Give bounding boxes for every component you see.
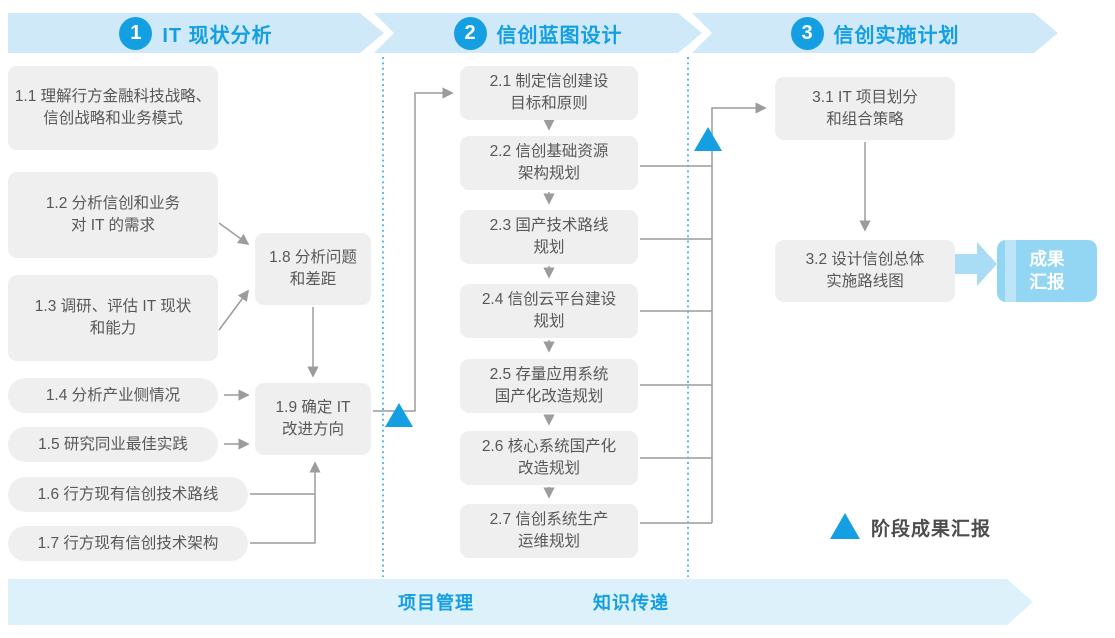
box-1-8: 1.8 分析问题 和差距 [255,233,371,305]
milestone-triangle-icon [830,513,860,539]
bottom-banner: 项目管理 知识传递 [8,579,1033,625]
box-1-6: 1.6 行方现有信创技术路线 [8,477,248,512]
phase-1-number-badge: 1 [119,17,152,50]
box-1-7: 1.7 行方现有信创技术架构 [8,526,248,561]
phase-banner-1: 1 IT 现状分析 [8,13,384,53]
box-2-3: 2.3 国产技术路线 规划 [460,210,638,264]
box-1-2: 1.2 分析信创和业务 对 IT 的需求 [8,172,218,258]
box-2-6: 2.6 核心系统国产化 改造规划 [460,431,638,485]
phase-banner-2: 2 信创蓝图设计 [374,13,702,53]
box-3-2: 3.2 设计信创总体 实施路线图 [775,240,955,302]
box-1-9: 1.9 确定 IT 改进方向 [255,383,371,455]
box-1-4: 1.4 分析产业侧情况 [8,378,218,413]
phase-2-title: 信创蓝图设计 [496,24,623,47]
phase-1-title: IT 现状分析 [162,24,273,47]
connector-1-3-to-1-8 [218,289,250,331]
legend: 阶段成果汇报 [830,513,991,541]
phase-2-number-badge: 2 [454,17,487,50]
box-1-3: 1.3 调研、评估 IT 现状 和能力 [8,275,218,361]
result-report-box: 成果 汇报 [997,240,1097,302]
box-2-5: 2.5 存量应用系统 国产化改造规划 [460,359,638,413]
result-arrow-icon [953,242,997,286]
legend-label: 阶段成果汇报 [871,519,992,540]
box-2-4: 2.4 信创云平台建设 规划 [460,284,638,338]
phase-3-title: 信创实施计划 [833,24,960,47]
box-3-1: 3.1 IT 项目划分 和组合策略 [775,77,955,140]
connector-1-9-to-2-1 [373,87,454,412]
milestone-triangle-stage1 [385,403,413,427]
box-2-1: 2.1 制定信创建设 目标和原则 [460,66,638,120]
box-1-1: 1.1 理解行方金融科技战略、 信创战略和业务模式 [8,66,218,150]
box-2-2: 2.2 信创基础资源 架构规划 [460,136,638,190]
bottom-label-knowledge-transfer: 知识传递 [593,593,669,613]
box-1-5: 1.5 研究同业最佳实践 [8,427,218,462]
box-2-7: 2.7 信创系统生产 运维规划 [460,504,638,558]
milestone-triangle-stage2 [694,127,722,151]
bottom-label-project-management: 项目管理 [398,593,474,613]
connector-1-7-to-1-9 [250,461,321,544]
connector-1-2-to-1-8 [218,222,250,245]
phase-banner-3: 3 信创实施计划 [692,13,1058,53]
phase-3-number-badge: 3 [791,17,824,50]
connector-collector-to-3-1 [711,102,767,523]
